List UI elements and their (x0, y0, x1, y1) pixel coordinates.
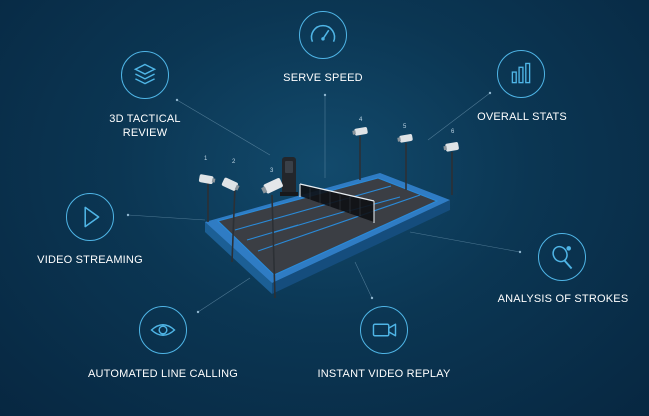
tactical-review-line-2: REVIEW (122, 127, 168, 139)
camera-poles (207, 136, 453, 299)
bar-chart-icon (497, 50, 545, 98)
camera-numbers: 1 2 3 4 5 6 (204, 117, 455, 174)
camera-number-3: 3 (270, 168, 274, 174)
overall-stats-label: OVERALL STATS (477, 111, 567, 123)
video-camera-icon (360, 306, 408, 354)
camera-number-5: 5 (403, 124, 407, 130)
analysis-of-strokes-label: ANALYSIS OF STROKES (497, 293, 629, 305)
camera-number-2: 2 (232, 159, 236, 165)
layers-icon (121, 51, 169, 99)
cameras (198, 127, 459, 194)
speedometer-icon (299, 11, 347, 59)
tennis-net (299, 183, 375, 223)
connector-dots (126, 91, 522, 314)
camera-number-1: 1 (204, 156, 208, 162)
serve-speed-label: SERVE SPEED (283, 72, 363, 84)
instant-video-replay-label: INSTANT VIDEO REPLAY (317, 368, 451, 380)
eye-icon (139, 306, 187, 354)
automated-line-calling-label: AUTOMATED LINE CALLING (87, 368, 239, 380)
court-side-left (205, 222, 272, 294)
connector-lines (127, 92, 521, 313)
tactical-review-label: 3D TACTICAL REVIEW (95, 112, 195, 140)
tennis-racket-icon (538, 233, 586, 281)
tactical-review-line-1: 3D TACTICAL (109, 113, 181, 125)
kiosk-tower (280, 157, 298, 196)
court-side-front (272, 200, 450, 294)
camera-number-6: 6 (451, 129, 455, 135)
play-icon (66, 193, 114, 241)
video-streaming-label: VIDEO STREAMING (37, 254, 143, 266)
camera-number-4: 4 (359, 117, 363, 123)
